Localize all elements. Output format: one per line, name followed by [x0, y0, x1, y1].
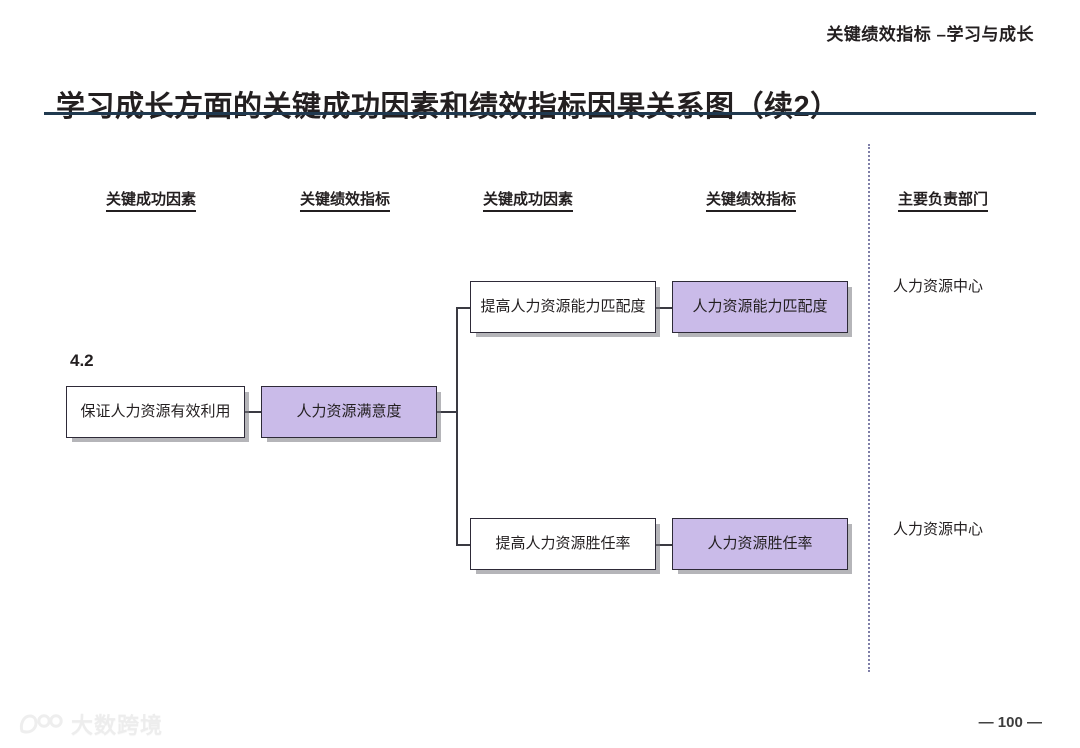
connector-csf-root-to-kpi-root [245, 411, 261, 413]
node-kpi-root[interactable]: 人力资源满意度 [261, 386, 437, 438]
owner-label-lower: 人力资源中心 [893, 521, 984, 538]
section-index-label: 4.2 [70, 351, 94, 370]
connector-vertical-trunk [456, 307, 458, 544]
watermark-logo-icon [19, 714, 63, 734]
page-title: 学习成长方面的关键成功因素和绩效指标因果关系图（续2） [56, 91, 840, 124]
connector-csf-lower-to-kpi-lower [656, 544, 672, 546]
node-kpi-upper[interactable]: 人力资源能力匹配度 [672, 281, 848, 333]
watermark: 大数跨境 [18, 708, 163, 740]
column-header-kpi-left: 关键绩效指标 [299, 188, 391, 212]
owner-column-divider [868, 144, 870, 672]
node-kpi-lower[interactable]: 人力资源胜任率 [672, 518, 848, 570]
node-csf-upper[interactable]: 提高人力资源能力匹配度 [470, 281, 656, 333]
watermark-text: 大数跨境 [71, 713, 164, 738]
header-breadcrumb: 关键绩效指标 –学习与成长 [826, 25, 1034, 44]
connector-csf-upper-to-kpi-upper [656, 307, 672, 309]
node-csf-lower[interactable]: 提高人力资源胜任率 [470, 518, 656, 570]
column-header-kpi-right: 关键绩效指标 [705, 188, 797, 212]
owner-label-upper: 人力资源中心 [893, 278, 984, 295]
page-number: — 100 — [978, 714, 1042, 731]
column-header-owner: 主要负责部门 [897, 188, 989, 212]
column-header-csf-left: 关键成功因素 [105, 188, 197, 212]
node-csf-root[interactable]: 保证人力资源有效利用 [66, 386, 245, 438]
connector-trunk-to-csf-lower [456, 544, 470, 546]
title-underline-rule [44, 112, 1036, 115]
connector-kpi-root-to-trunk [437, 411, 457, 413]
connector-trunk-to-csf-upper [456, 307, 470, 309]
column-header-csf-right: 关键成功因素 [482, 188, 574, 212]
